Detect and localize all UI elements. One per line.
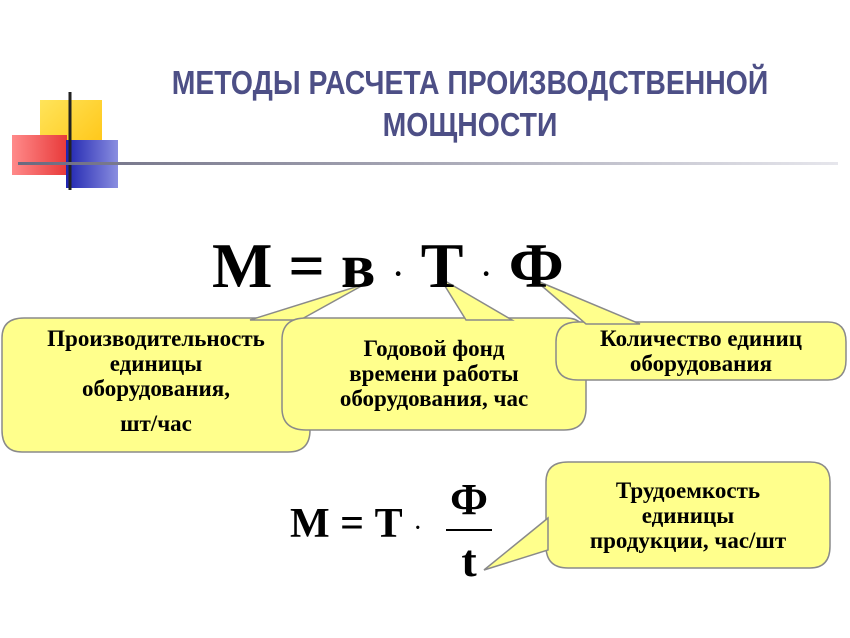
formula2-eq: = xyxy=(340,501,365,547)
callout-labor-line-3: продукции, час/шт xyxy=(589,528,787,553)
callout-productivity-line-4: шт/час xyxy=(120,411,192,436)
callout-time-fund-pointer xyxy=(439,277,515,321)
title-line-2: МОЩНОСТИ xyxy=(382,106,558,143)
callout-labor-shape xyxy=(545,461,831,569)
callout-labor-intensity: Трудоемкость единицы продукции, час/шт xyxy=(548,478,828,553)
callout-equipment-count: Количество единиц оборудования xyxy=(558,326,844,376)
callout-productivity-line-3: оборудования, xyxy=(82,376,230,401)
formula-f: Ф xyxy=(508,230,564,301)
formula2-denominator: t xyxy=(461,535,477,586)
deco-red-square xyxy=(12,135,67,175)
callout-time-fund-line-2: времени работы xyxy=(349,361,519,386)
formula-alternative: М = Т · xyxy=(290,498,422,555)
callout-equipment-shape xyxy=(555,321,847,381)
callout-labor-pointer xyxy=(483,516,549,571)
callout-time-fund-line-3: оборудования, час xyxy=(339,386,529,411)
formula-dot-1: · xyxy=(391,251,405,296)
callout-productivity-line-2: единицы xyxy=(109,351,203,376)
formula-dot-2: · xyxy=(479,251,493,296)
callout-equipment-pointer xyxy=(534,279,641,325)
callout-time-fund-line-1: Годовой фонд xyxy=(363,336,505,361)
title-line-1: МЕТОДЫ РАСЧЕТА ПРОИЗВОДСТВЕННОЙ xyxy=(171,64,769,101)
formula-b: в xyxy=(340,230,376,301)
page-title: МЕТОДЫ РАСЧЕТА ПРОИЗВОДСТВЕННОЙ МОЩНОСТИ xyxy=(169,62,771,146)
formula-m: М xyxy=(212,230,273,301)
formula2-m: М xyxy=(290,501,330,547)
callout-equipment-line-1: Количество единиц xyxy=(600,326,802,351)
formula2-t: Т xyxy=(374,501,403,547)
formula-eq: = xyxy=(288,230,325,301)
formula-t: Т xyxy=(420,230,464,301)
formula2-dot: · xyxy=(413,513,423,544)
callout-labor-line-1: Трудоемкость xyxy=(615,478,761,503)
callout-equipment-line-2: оборудования xyxy=(629,351,773,376)
callout-productivity-pointer xyxy=(249,283,366,321)
callout-productivity: Производительность единицы оборудования,… xyxy=(2,326,310,436)
callout-time-fund: Годовой фонд времени работы оборудования… xyxy=(284,336,584,411)
formula-main: М = в · Т · Ф xyxy=(212,228,564,312)
callout-productivity-line-1: Производительность xyxy=(47,326,265,351)
formula2-numerator: Ф xyxy=(450,475,488,524)
title-rule-line xyxy=(18,162,838,165)
callout-labor-line-2: единицы xyxy=(641,503,735,528)
